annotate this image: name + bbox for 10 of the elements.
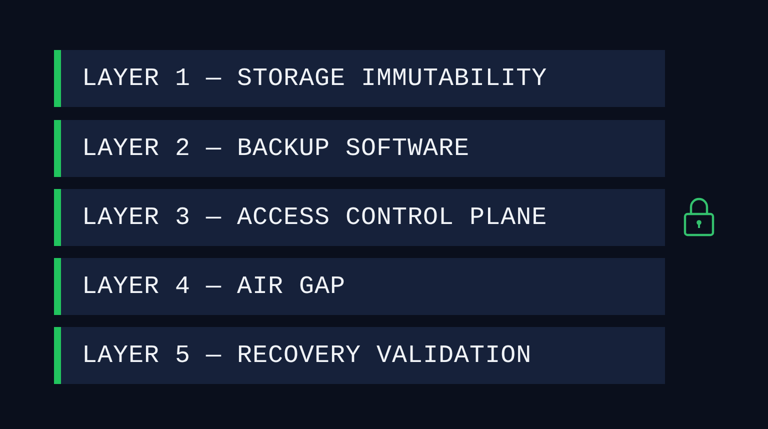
layer-title: LAYER 1 — STORAGE IMMUTABILITY bbox=[81, 64, 548, 94]
layer-bar bbox=[54, 120, 665, 177]
layer-title: LAYER 2 — BACKUP SOFTWARE bbox=[81, 134, 470, 164]
layer-bar bbox=[54, 189, 665, 246]
layer-bar bbox=[54, 50, 665, 107]
layer-title: LAYER 4 — AIR GAP bbox=[81, 272, 346, 302]
layer-bar bbox=[54, 258, 665, 315]
layer-title: LAYER 5 — RECOVERY VALIDATION bbox=[81, 340, 532, 370]
layer-bar bbox=[54, 327, 665, 384]
layer-title: LAYER 3 — ACCESS CONTROL PLANE bbox=[81, 202, 548, 232]
